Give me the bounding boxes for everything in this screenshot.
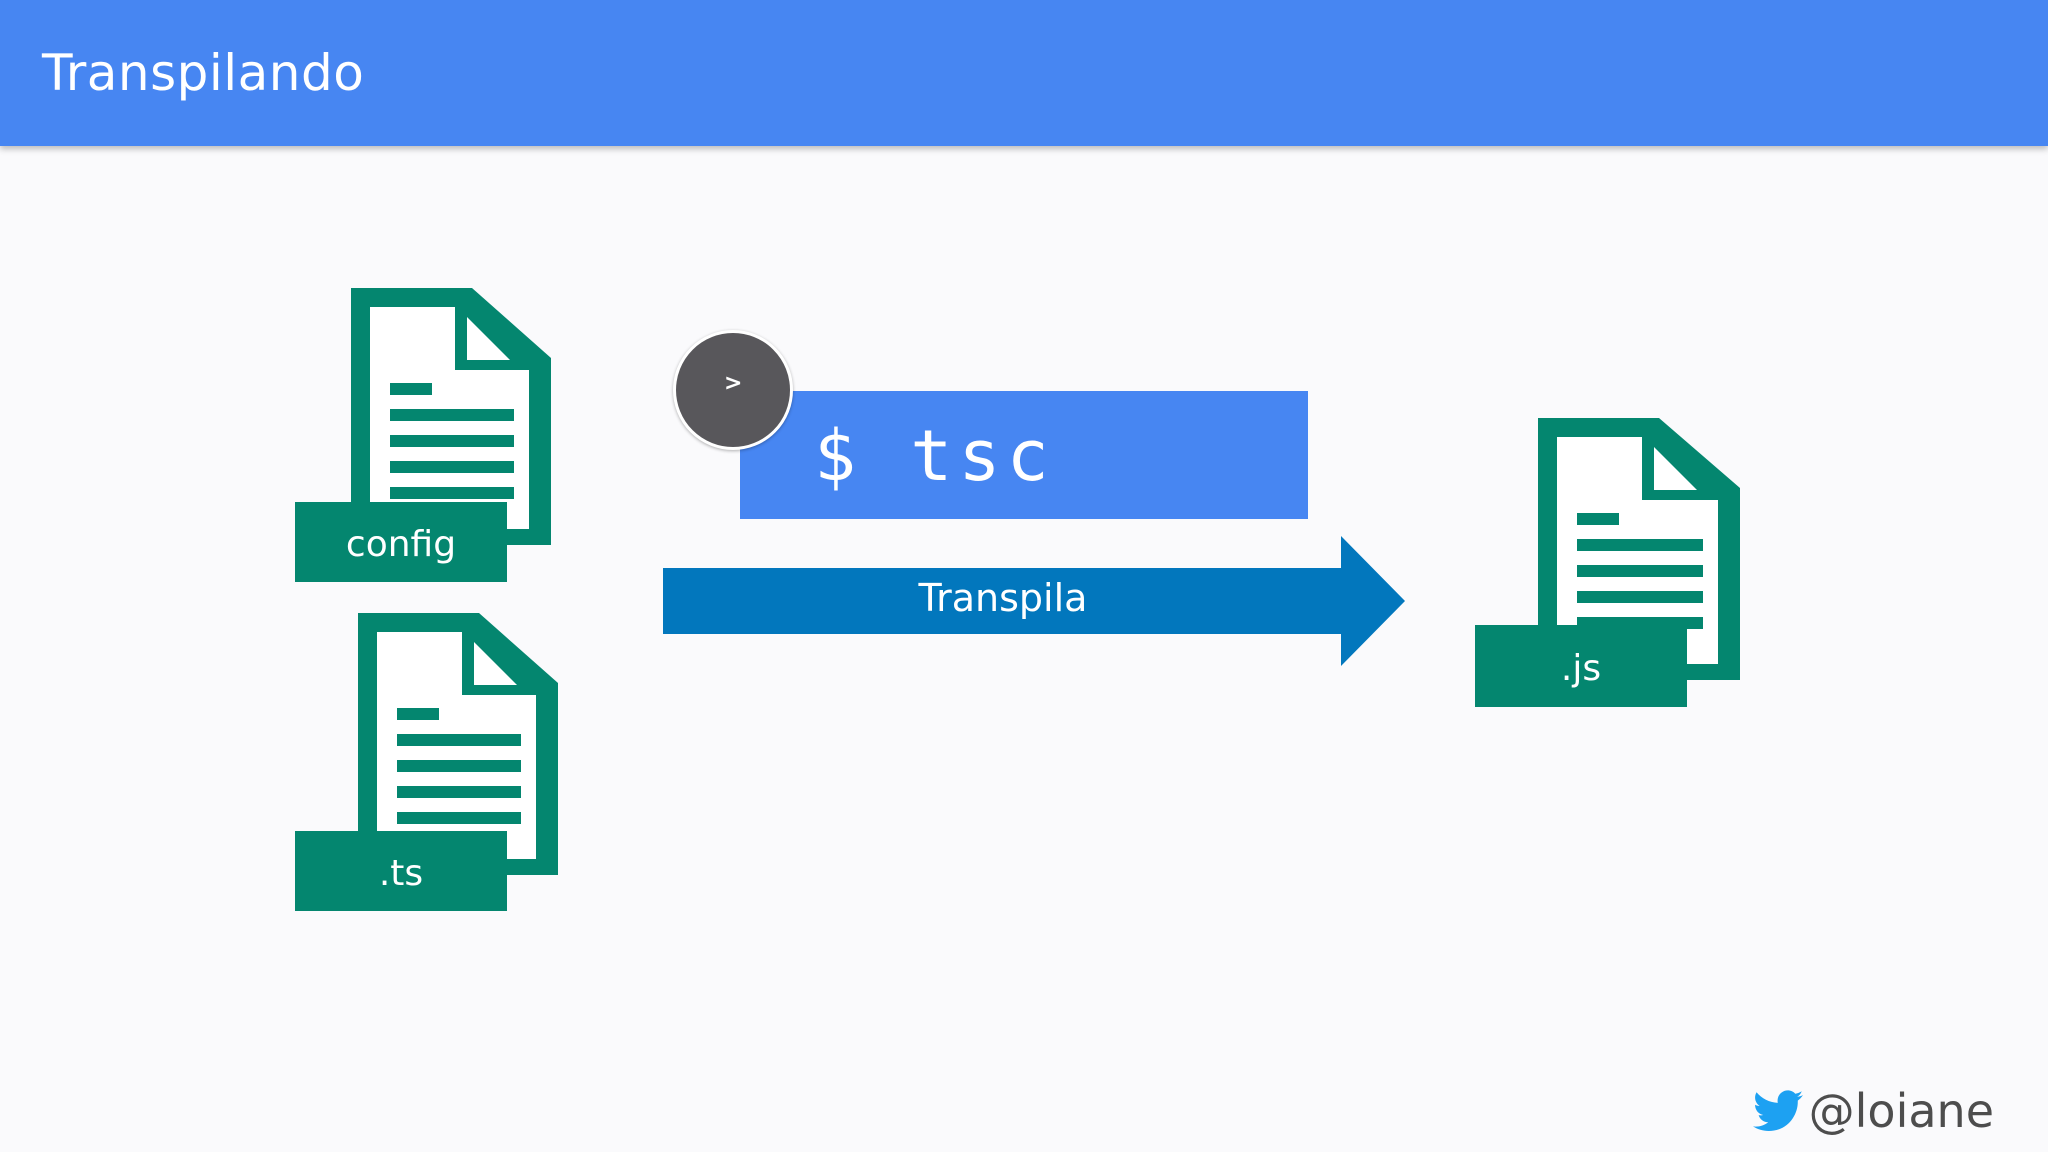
file-ts: .ts xyxy=(295,610,560,915)
file-label-js: .js xyxy=(1475,625,1687,707)
slide-title: Transpilando xyxy=(42,44,365,102)
transpile-arrow: Transpila xyxy=(663,534,1408,668)
document-icon xyxy=(358,613,558,875)
handle-text: @loiane xyxy=(1808,1084,1994,1138)
file-label-config: config xyxy=(295,502,507,582)
document-icon xyxy=(1538,418,1740,680)
slide-header: Transpilando xyxy=(0,0,2048,146)
file-label-ts: .ts xyxy=(295,831,507,911)
arrow-right-icon xyxy=(663,536,1405,666)
twitter-bird-icon xyxy=(1752,1090,1803,1131)
file-config: config xyxy=(295,285,560,585)
terminal-bubble-icon: > xyxy=(673,330,793,450)
document-icon xyxy=(351,288,551,545)
arrow-label: Transpila xyxy=(918,576,1088,620)
prompt-glyph: > xyxy=(724,371,743,396)
file-js: .js xyxy=(1475,415,1745,710)
command-text: $ tsc xyxy=(814,415,1055,497)
command-box: $ tsc xyxy=(740,391,1308,519)
twitter-handle: @loiane xyxy=(1752,1084,1994,1138)
